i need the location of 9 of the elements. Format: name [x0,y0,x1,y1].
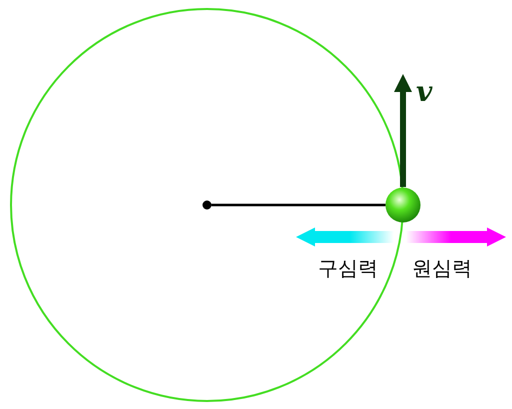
arrow [296,227,394,247]
force-label: 구심력 [318,257,378,279]
arrow [406,227,506,247]
force-label: 원심력 [412,257,472,279]
radius-line [212,204,386,206]
velocity-label: v [416,78,432,106]
ball [386,188,420,222]
arrow [394,74,412,187]
center-dot [202,200,212,210]
